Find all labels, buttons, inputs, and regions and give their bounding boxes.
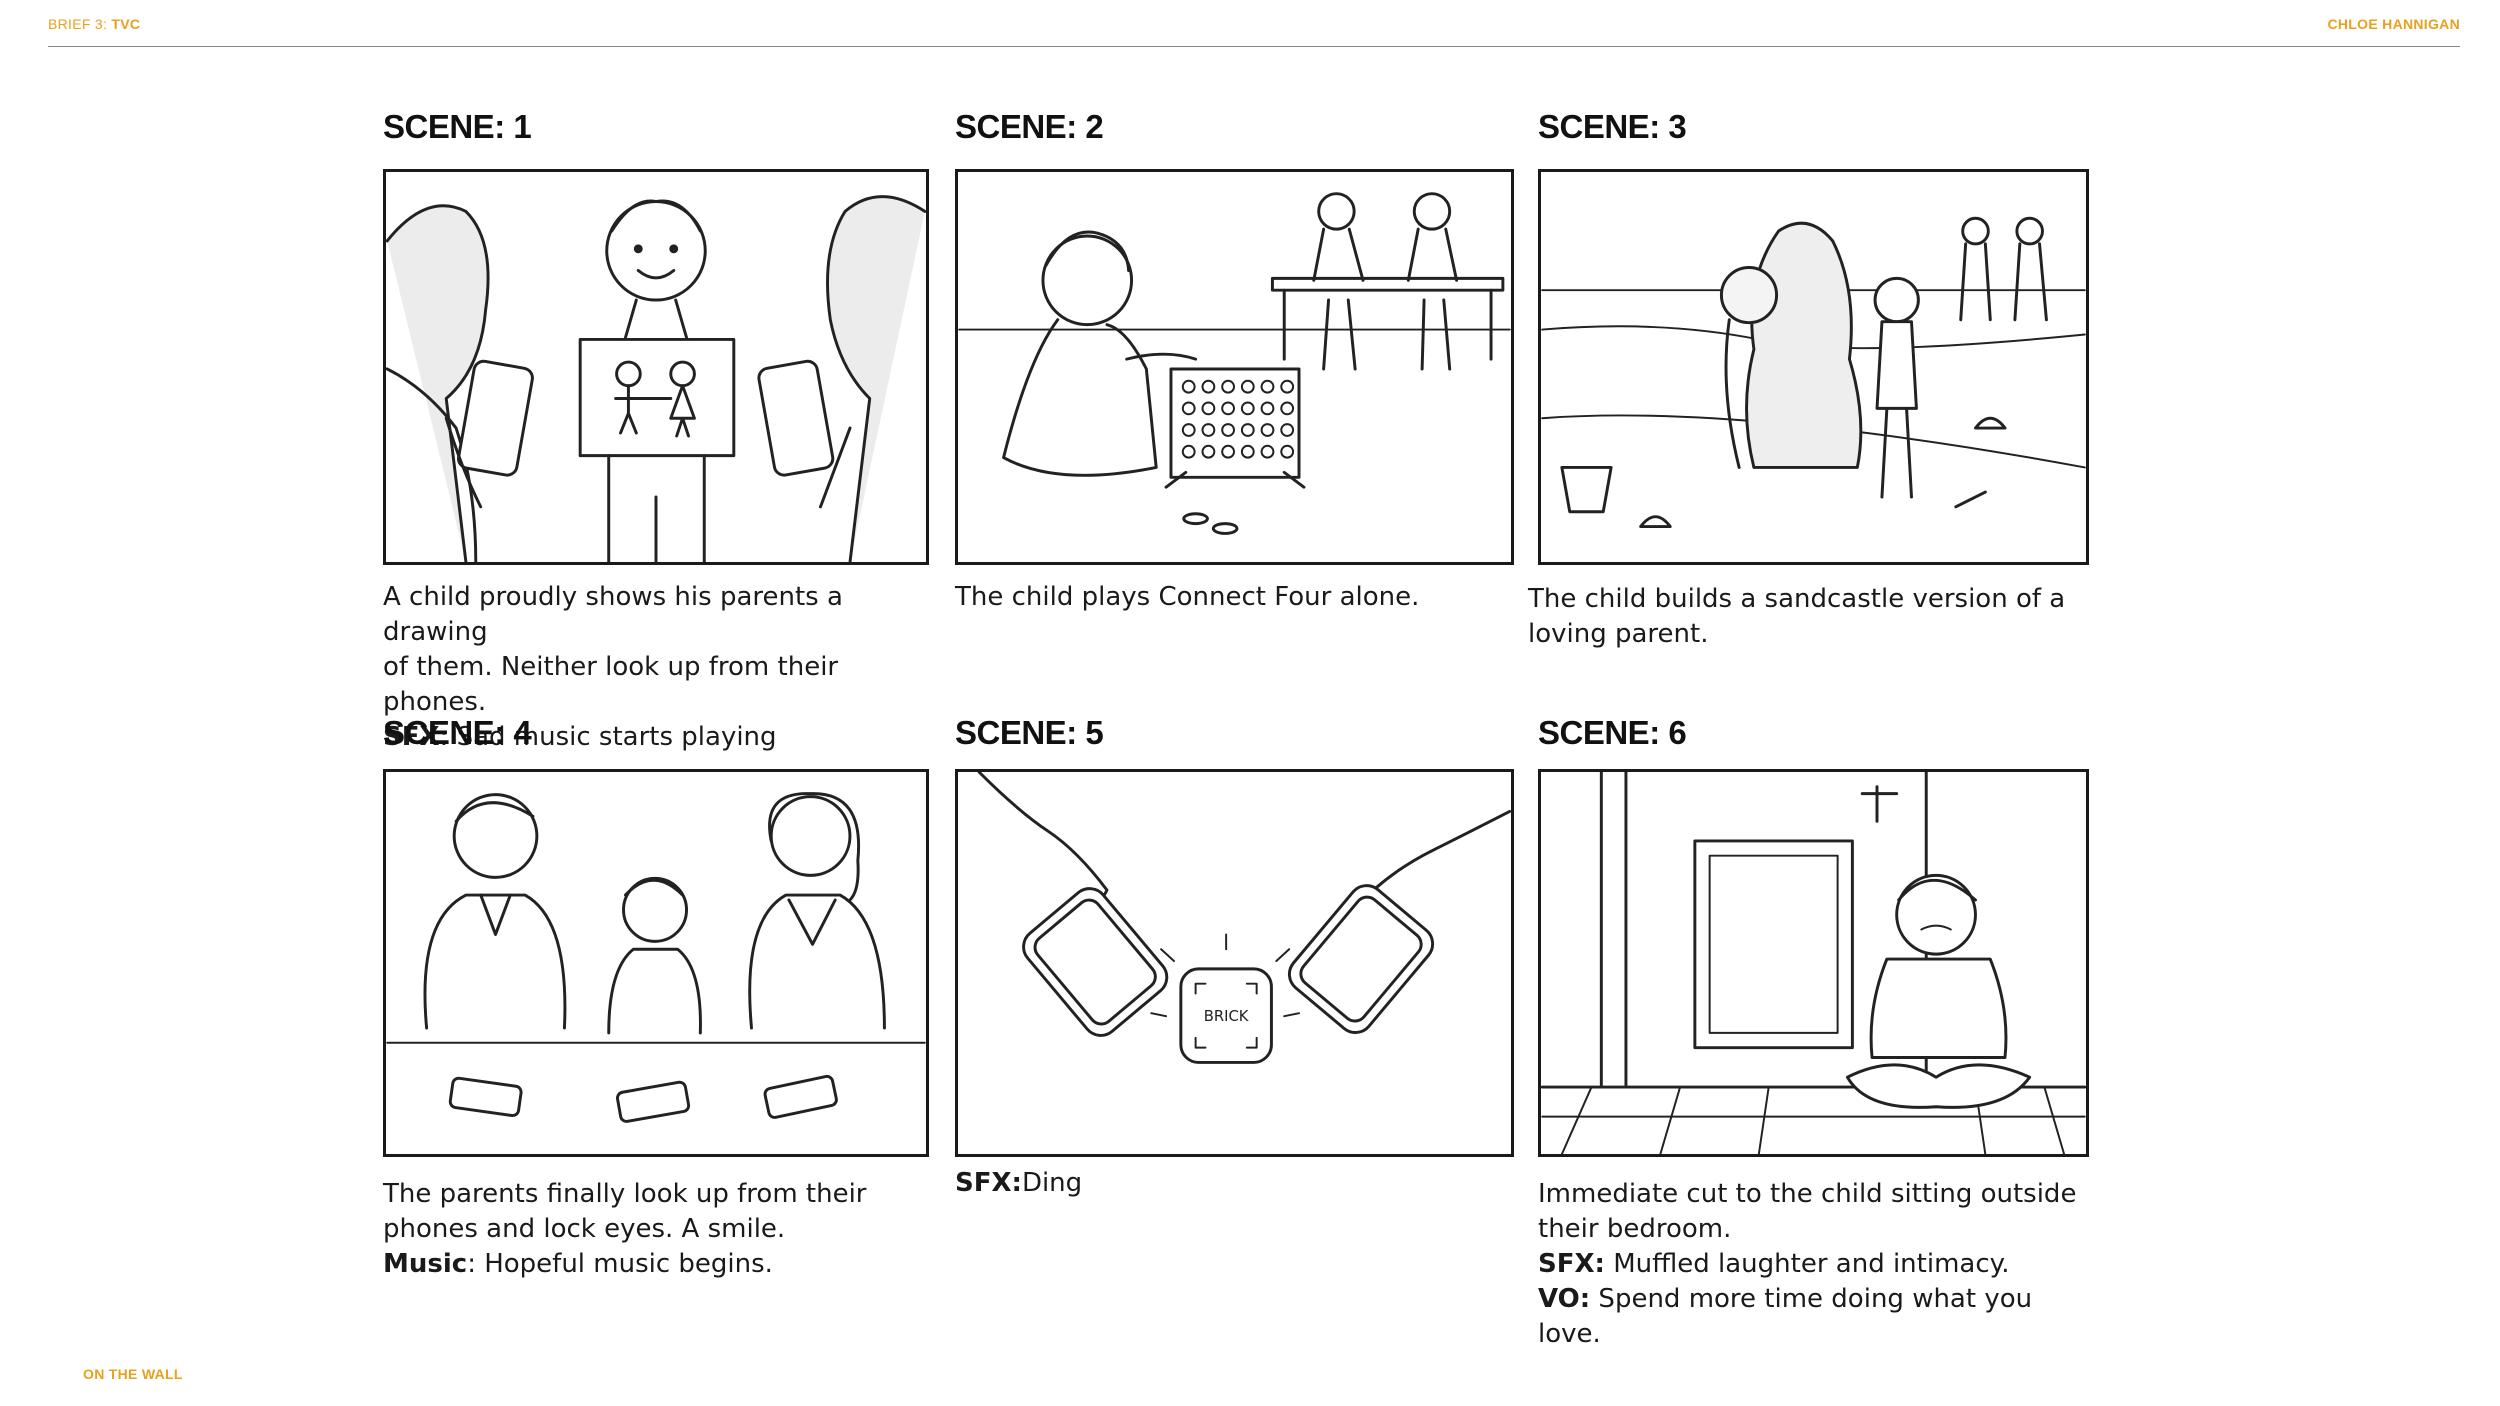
scene-4-music-text: : Hopeful music begins. — [467, 1249, 773, 1279]
scene-5-drawing: BRICK — [977, 772, 1511, 1064]
scene-6-sfx: SFX: Muffled laughter and intimacy. — [1538, 1247, 2098, 1282]
scene-3-line-2: loving parent. — [1528, 619, 1709, 649]
scene-3-drawing — [1541, 216, 2086, 529]
scene-5-sfx: SFX:Ding — [955, 1166, 1515, 1201]
brick-device-label: BRICK — [1204, 1008, 1249, 1025]
scene-6-sfx-text: Muffled laughter and intimacy. — [1604, 1249, 2010, 1279]
scene-2-line-1: The child plays Connect Four alone. — [955, 582, 1420, 612]
scene-5-caption: SFX:Ding — [955, 1166, 1515, 1201]
scene-5-sfx-label: SFX: — [955, 1168, 1022, 1198]
scene-2-title: SCENE: 2 — [955, 108, 1104, 145]
scene-2-caption: The child plays Connect Four alone. — [955, 580, 1515, 615]
header-author: CHLOE HANNIGAN — [2327, 16, 2460, 32]
scene-4-music-label: Music — [383, 1249, 468, 1279]
footer-label: ON THE WALL — [83, 1366, 183, 1382]
scene-2-drawing — [958, 192, 1511, 535]
scene-3-line-1: The child builds a sandcastle version of… — [1528, 584, 2066, 614]
scene-4-caption: The parents finally look up from their p… — [383, 1177, 943, 1282]
scene-6-line-1: Immediate cut to the child sitting outsi… — [1538, 1179, 2077, 1209]
scene-4-drawing — [386, 792, 926, 1123]
scene-1-illustration — [383, 169, 929, 565]
scene-1-sfx-text: : Sad music starts playing — [439, 722, 777, 752]
scene-1-drawing — [386, 195, 926, 562]
scene-4-music: Music: Hopeful music begins. — [383, 1247, 943, 1282]
scene-4-illustration — [383, 769, 929, 1157]
scene-1-title: SCENE: 1 — [383, 108, 532, 145]
scene-4-line-2: phones and lock eyes. A smile. — [383, 1214, 786, 1244]
scene-2-illustration — [955, 169, 1514, 565]
scene-1-line-2: of them. Neither look up from their phon… — [383, 652, 839, 717]
scene-6-drawing — [1541, 772, 2086, 1154]
scene-3-title: SCENE: 3 — [1538, 108, 1687, 145]
header-brief-prefix: BRIEF 3: — [48, 16, 112, 32]
scene-6-vo-text: Spend more time doing what you love. — [1538, 1284, 2033, 1349]
scene-3-caption: The child builds a sandcastle version of… — [1528, 582, 2088, 652]
scene-1-caption: A child proudly shows his parents a draw… — [383, 580, 943, 755]
scene-5-title: SCENE: 5 — [955, 714, 1104, 751]
scene-1-sfx: SFX: Sad music starts playing — [383, 720, 943, 755]
scene-6-caption: Immediate cut to the child sitting outsi… — [1538, 1177, 2098, 1352]
scene-3-illustration — [1538, 169, 2089, 565]
scene-5-illustration: BRICK — [955, 769, 1514, 1157]
scene-6-vo-label: VO: — [1538, 1284, 1591, 1314]
header-brief-label: BRIEF 3: TVC — [48, 16, 140, 32]
scene-1-sfx-label: SFX — [383, 722, 440, 752]
scene-6-line-2: their bedroom. — [1538, 1214, 1732, 1244]
scene-6-illustration — [1538, 769, 2089, 1157]
header-brief-type: TVC — [111, 16, 141, 32]
header-divider — [48, 46, 2460, 47]
scene-5-sfx-text: Ding — [1021, 1168, 1083, 1198]
scene-4-line-1: The parents finally look up from their — [383, 1179, 867, 1209]
scene-6-title: SCENE: 6 — [1538, 714, 1687, 751]
scene-6-vo: VO: Spend more time doing what you love. — [1538, 1282, 2098, 1352]
scene-4-title: SCENE: 4 — [383, 714, 532, 751]
scene-1-line-1: A child proudly shows his parents a draw… — [383, 582, 843, 647]
scene-6-sfx-label: SFX: — [1538, 1249, 1605, 1279]
